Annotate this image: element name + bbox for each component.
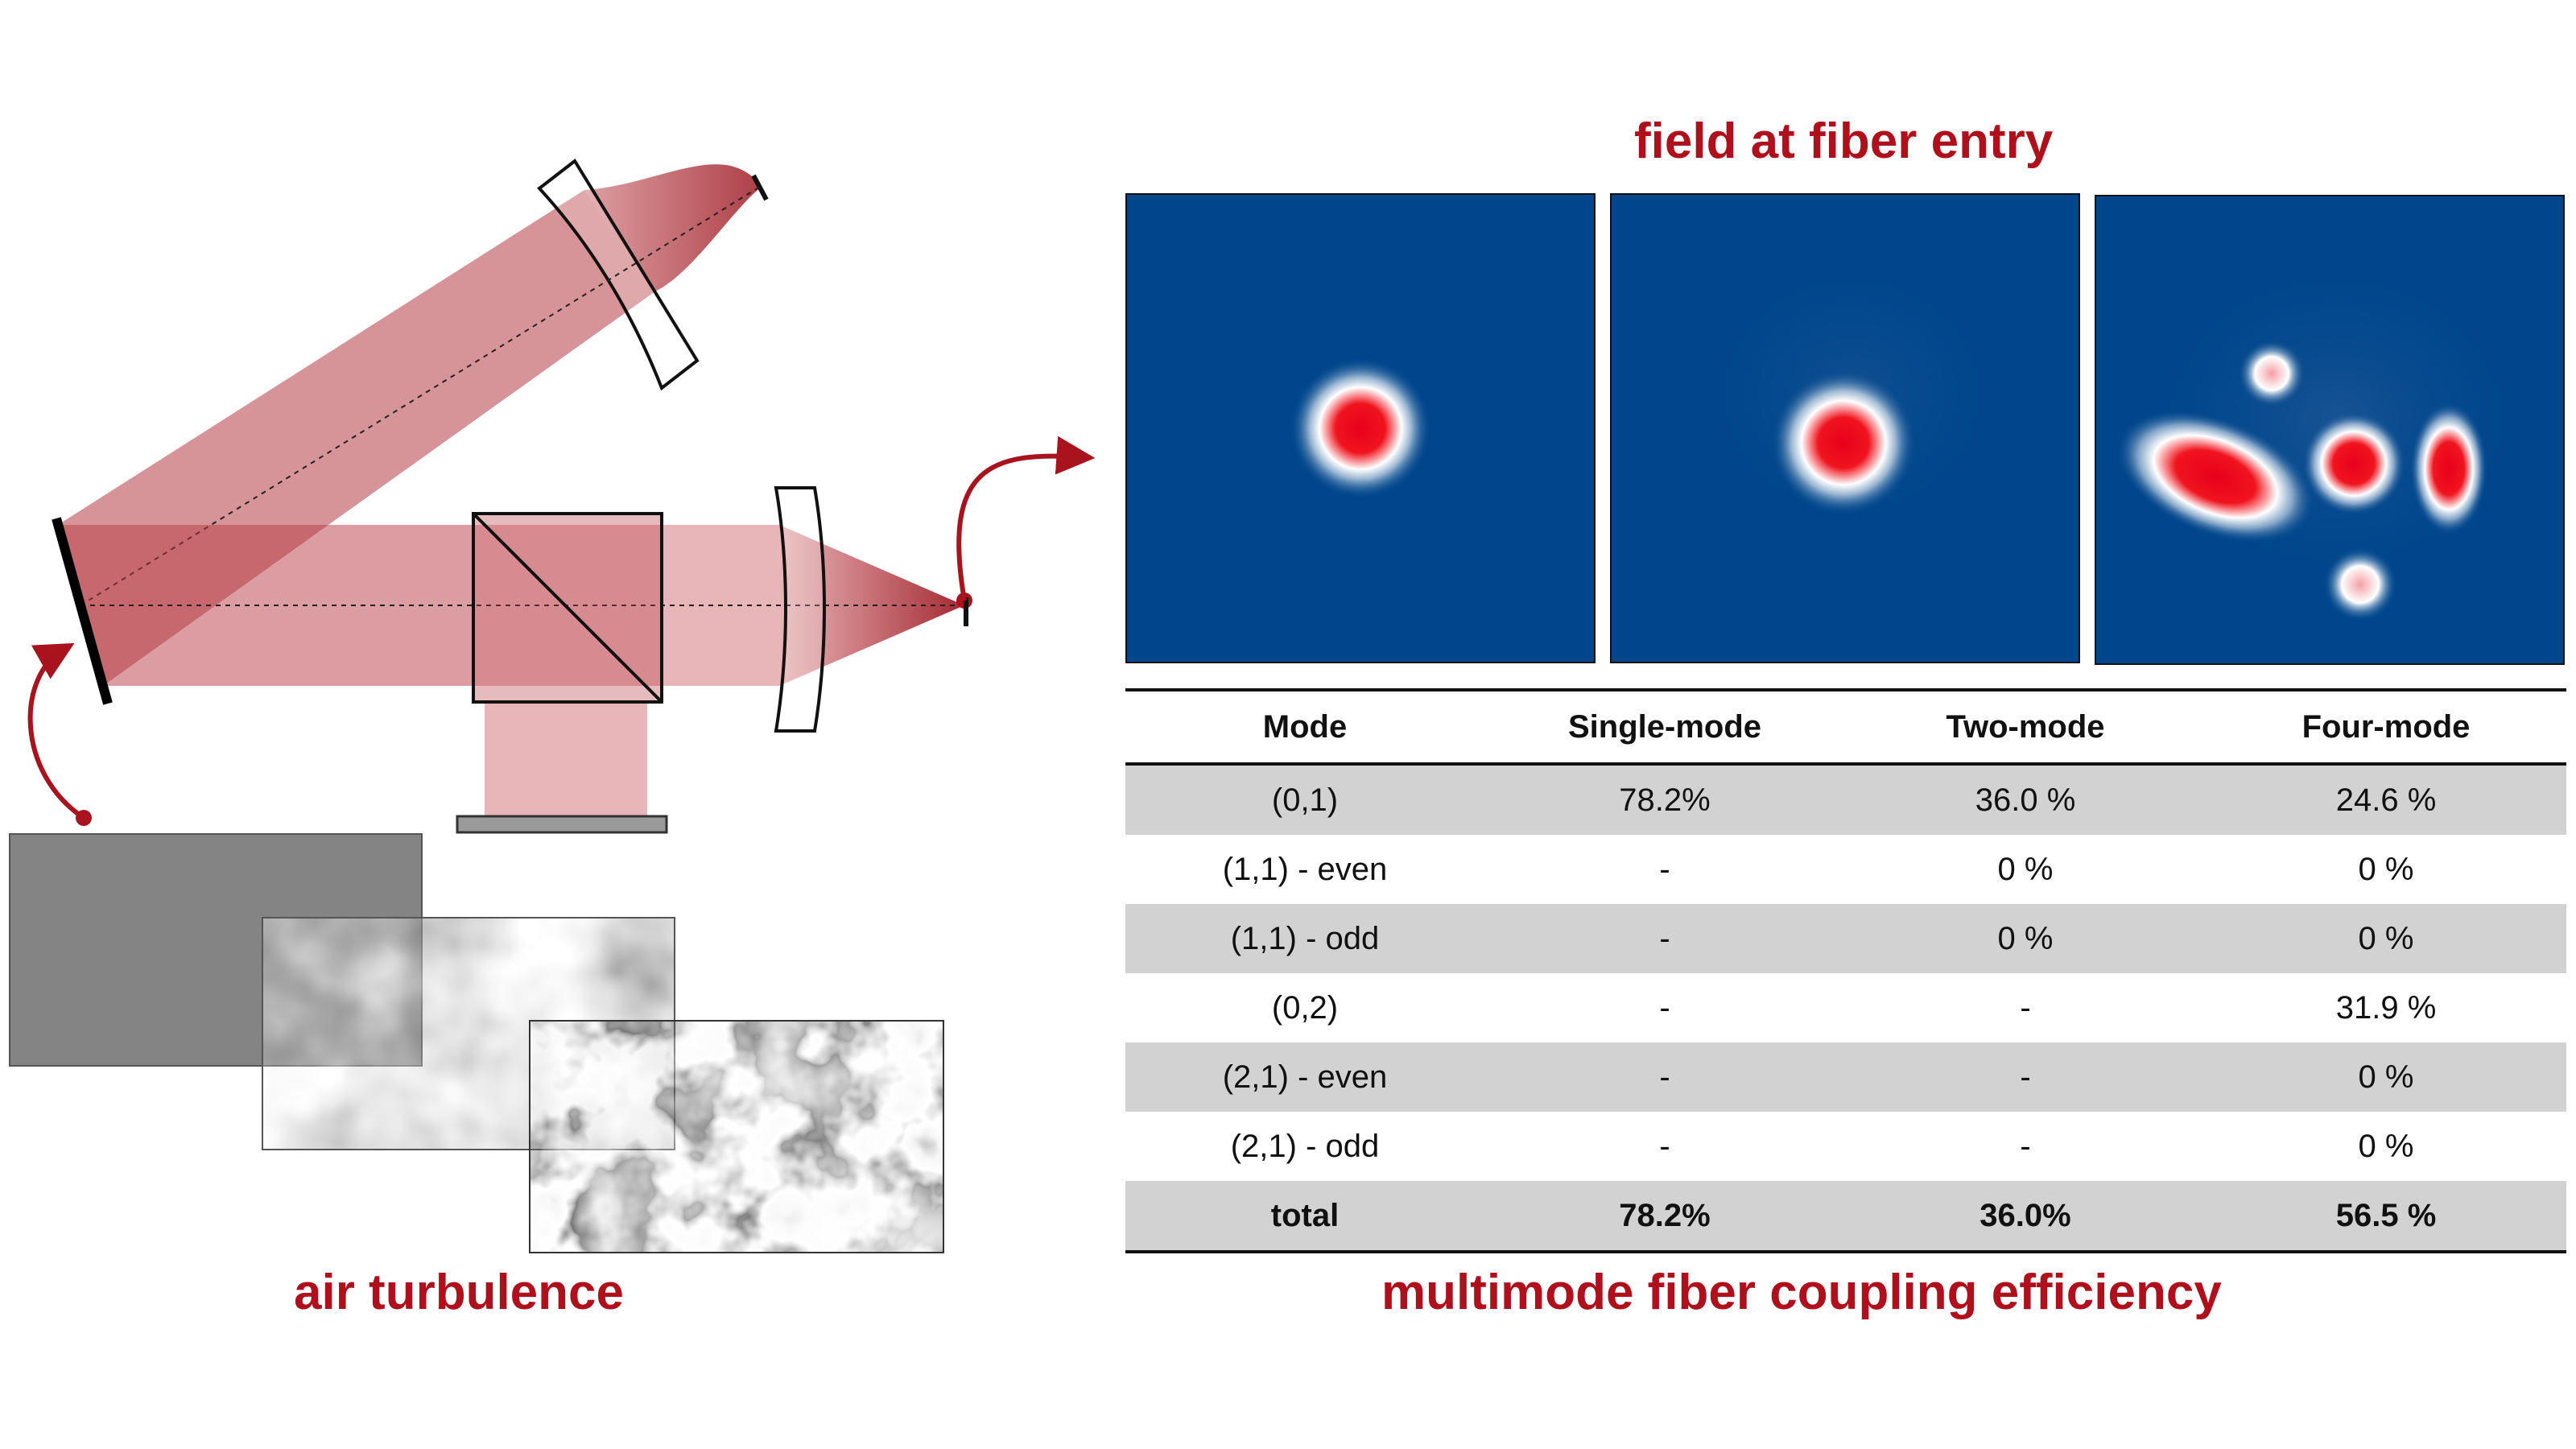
value-cell: 31.9 % (2335, 989, 2437, 1026)
value-cell: - (1659, 851, 1670, 887)
coupling-efficiency-title: multimode fiber coupling efficiency (1381, 1265, 2222, 1320)
deformable-mirror (52, 517, 113, 705)
two-mode-spot (1771, 370, 1916, 515)
value-cell: 78.2% (1484, 764, 1845, 835)
upper-fiber-tip (751, 174, 769, 201)
total-two-mode: 36.0% (1845, 1181, 2206, 1253)
fiber-to-field-arrow (956, 436, 1096, 601)
mode-cell: (1,1) - odd (1125, 904, 1484, 973)
upper-focus-cone (584, 164, 762, 291)
field-title: field at fiber entry (1634, 114, 2054, 169)
right-lobe (2410, 402, 2487, 535)
value-cell: 24.6 % (2206, 764, 2566, 835)
coupling-efficiency-table: Mode Single-mode Two-mode Four-mode (0,1… (1125, 688, 2566, 1253)
single-mode-field-panel (1125, 193, 1596, 663)
value-cell: - (1484, 1042, 1845, 1112)
header-mode: Mode (1125, 688, 1484, 766)
total-four-mode: 56.5 % (2206, 1181, 2566, 1253)
table-row: (0,2) - - 31.9 % (1125, 973, 2566, 1042)
turbulence-to-mirror-arrow (27, 642, 85, 820)
table-header-row: Mode Single-mode Two-mode Four-mode (1125, 688, 2566, 766)
value-cell: 0 % (2206, 904, 2566, 973)
central-lobe (2302, 412, 2405, 515)
value-cell: - (1659, 989, 1670, 1026)
mode-cell: (2,1) - even (1125, 1042, 1484, 1112)
header-single-mode: Single-mode (1484, 688, 1845, 766)
wrapped-phase-screen (530, 1021, 943, 1253)
value-cell: - (1659, 1128, 1670, 1164)
value-cell: - (1484, 904, 1845, 973)
value-cell: 0 % (2358, 851, 2414, 887)
mode-cell: (0,1) (1125, 764, 1484, 835)
mode-cell: (0,2) (1271, 989, 1339, 1026)
table-row: (1,1) - even - 0 % 0 % (1125, 835, 2566, 904)
downward-beam (485, 702, 647, 816)
detector-plate (456, 815, 668, 834)
total-label: total (1125, 1181, 1484, 1253)
value-cell: 0 % (1997, 851, 2054, 887)
value-cell: 0 % (2206, 1042, 2566, 1112)
upper-beam-axis (80, 186, 761, 606)
table-total-row: total 78.2% 36.0% 56.5 % (1125, 1181, 2566, 1253)
air-turbulence-title: air turbulence (294, 1265, 624, 1320)
lower-lens (774, 486, 826, 733)
optical-setup-diagram (27, 159, 1096, 834)
value-cell: 0 % (1845, 904, 2206, 973)
lower-lobe (2323, 547, 2397, 621)
table-row: (2,1) - odd - - 0 % (1125, 1112, 2566, 1181)
mode-cell: (2,1) - odd (1230, 1128, 1380, 1164)
value-cell: - (2020, 1128, 2031, 1164)
upper-lobe (2238, 340, 2306, 407)
value-cell: - (1845, 1042, 2206, 1112)
turbulence-screens (9, 833, 944, 1253)
total-single-mode: 78.2% (1484, 1181, 1845, 1253)
mode-cell: (1,1) - even (1222, 851, 1388, 887)
beam-splitter-diagonal (472, 512, 663, 704)
fundamental-mode-spot (1290, 357, 1431, 499)
table-row: (2,1) - even - - 0 % (1125, 1042, 2566, 1112)
value-cell: - (2020, 989, 2031, 1026)
header-two-mode: Two-mode (1845, 688, 2206, 766)
header-four-mode: Four-mode (2206, 688, 2566, 766)
two-mode-field-panel (1610, 193, 2080, 663)
table-row: (1,1) - odd - 0 % 0 % (1125, 904, 2566, 973)
four-mode-field-panel (2095, 195, 2565, 665)
value-cell: 36.0 % (1845, 764, 2206, 835)
elongated-lobe (2116, 410, 2315, 543)
value-cell: 0 % (2358, 1128, 2414, 1164)
lower-focus-cone (779, 525, 964, 686)
table-row: (0,1) 78.2% 36.0 % 24.6 % (1125, 764, 2566, 835)
